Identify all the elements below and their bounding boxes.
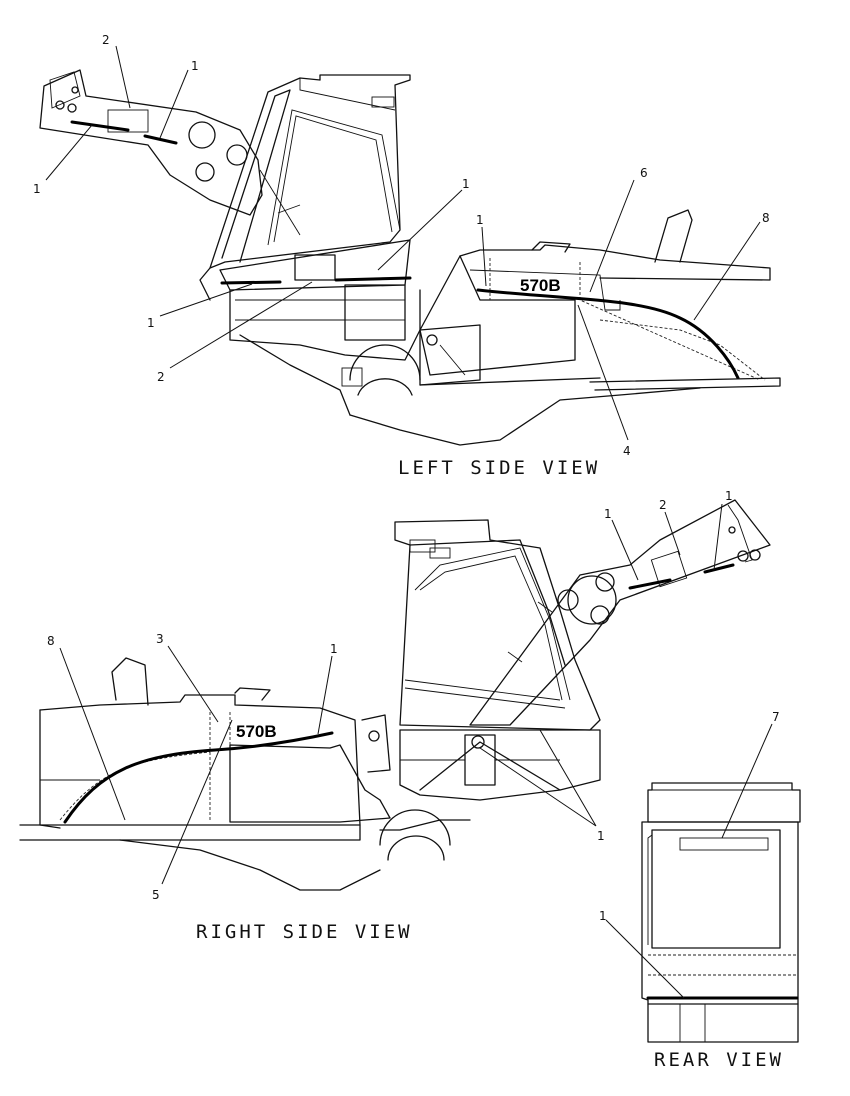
rear-callout-1: 1	[599, 909, 607, 923]
left-chassis	[219, 239, 701, 446]
right-callout-3: 3	[156, 632, 164, 646]
right-callout-1-hood: 1	[330, 642, 338, 656]
left-callout-2-top: 2	[102, 33, 110, 47]
rear-callout-7: 7	[772, 710, 780, 724]
right-callouts: 1 2 1 8 3 1 1 5	[47, 489, 733, 902]
left-callout-2-lower: 2	[157, 370, 165, 384]
left-callout-6: 6	[640, 166, 648, 180]
right-side-view-caption: RIGHT SIDE VIEW	[196, 921, 413, 943]
left-callout-1-cab: 1	[462, 177, 470, 191]
rear-view: 7 1 REAR VIEW	[599, 710, 801, 1071]
right-callout-1-base: 1	[597, 829, 605, 843]
left-model-decal: 570B	[520, 276, 561, 295]
right-callout-2-arm: 2	[659, 498, 667, 512]
left-callout-1-hood: 1	[476, 213, 484, 227]
left-callout-8: 8	[762, 211, 770, 225]
left-callout-1-arm-left: 1	[33, 182, 41, 196]
left-callout-1-arm: 1	[191, 59, 199, 73]
right-callout-1-arm-a: 1	[604, 507, 612, 521]
left-engine-hood: 570B	[419, 209, 781, 391]
left-callout-1-lower: 1	[147, 316, 155, 330]
right-loader-arm	[469, 499, 771, 726]
left-callout-4: 4	[623, 444, 631, 458]
left-side-view-caption: LEFT SIDE VIEW	[398, 457, 600, 479]
right-callout-1-arm-b: 1	[725, 489, 733, 503]
right-callout-8: 8	[47, 634, 55, 648]
right-callout-5: 5	[152, 888, 160, 902]
left-side-view: 570B 2 1 1 1 1 2 1 6 8 4 LEFT SIDE VIEW	[33, 33, 781, 479]
left-callouts: 2 1 1 1 1 2 1 6 8 4	[33, 33, 770, 458]
right-chassis	[119, 729, 601, 891]
left-cab	[199, 74, 411, 301]
right-side-view: 570B 1 2 1 8 3 1 1 5 RIGHT SIDE VIEW	[19, 489, 771, 943]
right-cab	[394, 519, 601, 731]
right-engine-hood: 570B	[19, 657, 391, 841]
left-loader-arm	[39, 69, 263, 216]
right-model-decal: 570B	[236, 722, 277, 741]
rear-view-caption: REAR VIEW	[654, 1049, 784, 1071]
